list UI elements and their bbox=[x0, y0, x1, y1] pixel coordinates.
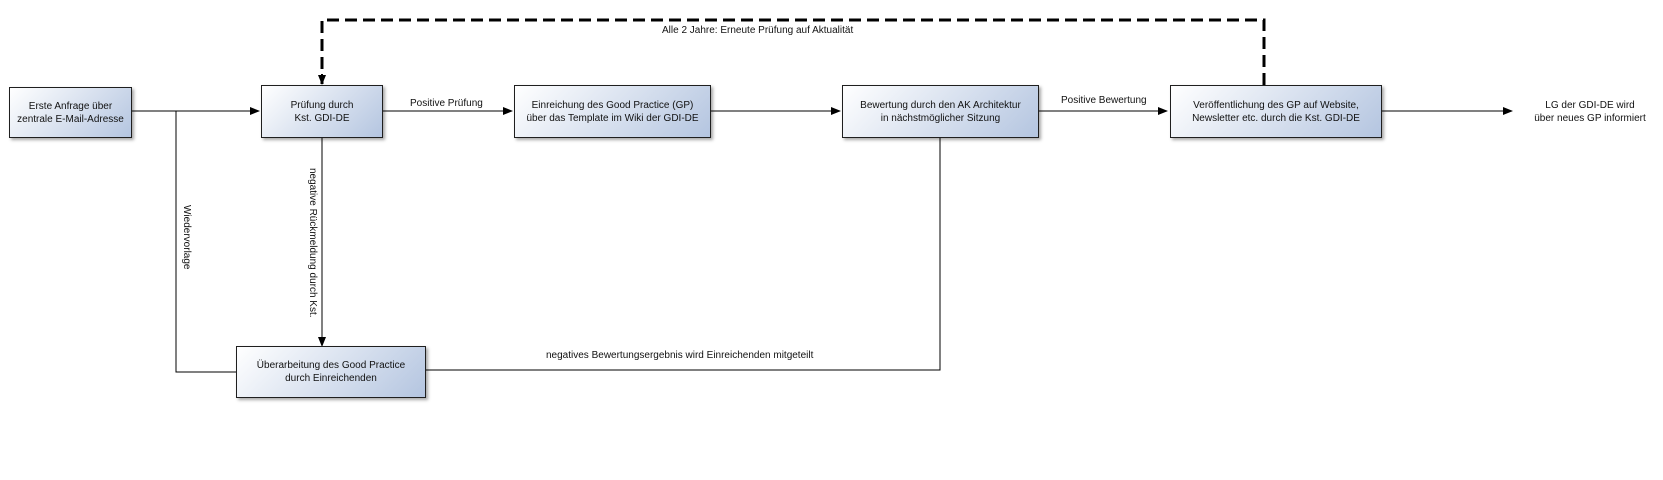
line-negatives-ergebnis bbox=[426, 138, 941, 371]
box-einreichung-text: Einreichung des Good Practice (GP) über … bbox=[526, 99, 699, 124]
line-wiedervorlage bbox=[175, 111, 236, 373]
box-ueberarbeitung-text: Überarbeitung des Good Practice durch Ei… bbox=[256, 360, 406, 384]
box-einreichung: Einreichung des Good Practice (GP) über … bbox=[514, 85, 711, 138]
box-veroeffentlichung-text: Veröffentlichung des GP auf Website, New… bbox=[1192, 99, 1360, 124]
box-erste-anfrage-text: Erste Anfrage über zentrale E-Mail-Adres… bbox=[17, 100, 124, 125]
label-positive-pruefung: Positive Prüfung bbox=[410, 98, 483, 109]
box-pruefung-text: Prüfung durch Kst. GDI-DE bbox=[290, 99, 354, 124]
box-bewertung: Bewertung durch den AK Architektur in nä… bbox=[842, 85, 1039, 138]
box-veroeffentlichung: Veröffentlichung des GP auf Website, New… bbox=[1170, 85, 1382, 138]
end-text: LG der GDI-DE wird über neues GP informi… bbox=[1534, 100, 1646, 124]
label-negatives-ergebnis: negatives Bewertungsergebnis wird Einrei… bbox=[546, 350, 814, 361]
label-aktualitaet: Alle 2 Jahre: Erneute Prüfung auf Aktual… bbox=[662, 25, 854, 36]
box-bewertung-text: Bewertung durch den AK Architektur in nä… bbox=[860, 99, 1021, 124]
label-negative-rueckmeldung: negative Rückmeldung durch Kst. bbox=[307, 168, 318, 318]
label-wiedervorlage: Wiedervorlage bbox=[181, 205, 192, 270]
box-pruefung: Prüfung durch Kst. GDI-DE bbox=[261, 85, 383, 138]
box-ueberarbeitung: Überarbeitung des Good Practice durch Ei… bbox=[236, 346, 426, 398]
label-positive-bewertung: Positive Bewertung bbox=[1061, 95, 1147, 106]
box-erste-anfrage: Erste Anfrage über zentrale E-Mail-Adres… bbox=[9, 87, 132, 138]
